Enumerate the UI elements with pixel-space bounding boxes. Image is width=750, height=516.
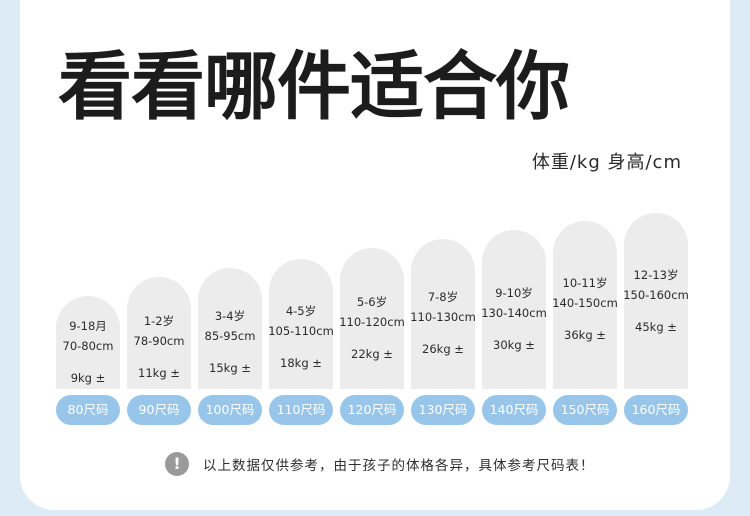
age-range: 7-8岁 (427, 290, 459, 304)
size-column-background (340, 248, 404, 389)
weight-value: 22kg ± (351, 347, 393, 361)
weight-value: 9kg ± (70, 371, 106, 385)
exclamation-icon: ! (165, 452, 189, 476)
size-pill-140[interactable]: 140尺码 (482, 395, 546, 425)
size-column-90: 1-2岁 78-90cm 11kg ± (127, 277, 191, 389)
disclaimer-note: ! 以上数据仅供参考，由于孩子的体格各异，具体参考尺码表！ (165, 452, 595, 476)
weight-value: 36kg ± (564, 328, 606, 342)
size-column-background (482, 230, 546, 389)
page-title: 看看哪件适合你 (58, 44, 570, 130)
height-range: 70-80cm (62, 339, 114, 353)
weight-value: 26kg ± (422, 342, 464, 356)
size-columns: 9-18月 70-80cm 9kg ± 1-2岁 78-90cm 11kg ± … (56, 0, 696, 430)
age-range: 9-10岁 (495, 286, 533, 300)
size-pill-130[interactable]: 130尺码 (411, 395, 475, 425)
size-column-background (411, 239, 475, 389)
age-range: 9-18月 (69, 319, 107, 333)
weight-value: 18kg ± (280, 356, 322, 370)
size-column-160: 12-13岁 150-160cm 45kg ± (623, 213, 689, 389)
size-column-100: 3-4岁 85-95cm 15kg ± (198, 268, 262, 389)
size-pill-100[interactable]: 100尺码 (198, 395, 262, 425)
size-column-background (553, 221, 617, 389)
age-range: 10-11岁 (562, 276, 608, 290)
disclaimer-text: 以上数据仅供参考，由于孩子的体格各异，具体参考尺码表！ (203, 458, 595, 474)
unit-label: 体重/kg 身高/cm (531, 152, 682, 173)
size-pill-160[interactable]: 160尺码 (624, 395, 688, 425)
height-range: 130-140cm (481, 306, 547, 320)
age-range: 1-2岁 (143, 314, 175, 328)
height-range: 110-130cm (410, 310, 476, 324)
weight-value: 30kg ± (493, 338, 535, 352)
size-column-130: 7-8岁 110-130cm 26kg ± (410, 239, 476, 389)
size-column-background (127, 277, 191, 389)
height-range: 110-120cm (339, 315, 405, 329)
size-column-150: 10-11岁 140-150cm 36kg ± (552, 221, 618, 389)
age-range: 3-4岁 (214, 309, 246, 323)
size-column-background (56, 296, 120, 389)
size-column-background (624, 213, 688, 389)
height-range: 150-160cm (623, 288, 689, 302)
age-range: 12-13岁 (633, 268, 679, 282)
size-column-background (198, 268, 262, 389)
height-range: 140-150cm (552, 296, 618, 310)
size-pill-150[interactable]: 150尺码 (553, 395, 617, 425)
age-range: 5-6岁 (356, 295, 388, 309)
size-column-background (269, 259, 333, 389)
size-pill-80[interactable]: 80尺码 (56, 395, 120, 425)
size-pill-110[interactable]: 110尺码 (269, 395, 333, 425)
size-guide-card: 看看哪件适合你 体重/kg 身高/cm 9-18月 70-80cm 9kg ± … (20, 0, 730, 510)
weight-value: 45kg ± (635, 320, 677, 334)
size-column-110: 4-5岁 105-110cm 18kg ± (268, 259, 334, 389)
size-pill-90[interactable]: 90尺码 (127, 395, 191, 425)
weight-value: 15kg ± (209, 361, 251, 375)
weight-value: 11kg ± (138, 366, 180, 380)
size-column-140: 9-10岁 130-140cm 30kg ± (481, 230, 547, 389)
height-range: 85-95cm (204, 329, 256, 343)
size-column-120: 5-6岁 110-120cm 22kg ± (339, 248, 405, 389)
age-range: 4-5岁 (285, 304, 317, 318)
size-pill-120[interactable]: 120尺码 (340, 395, 404, 425)
size-column-80: 9-18月 70-80cm 9kg ± (56, 296, 120, 389)
height-range: 78-90cm (133, 334, 185, 348)
height-range: 105-110cm (268, 324, 334, 338)
